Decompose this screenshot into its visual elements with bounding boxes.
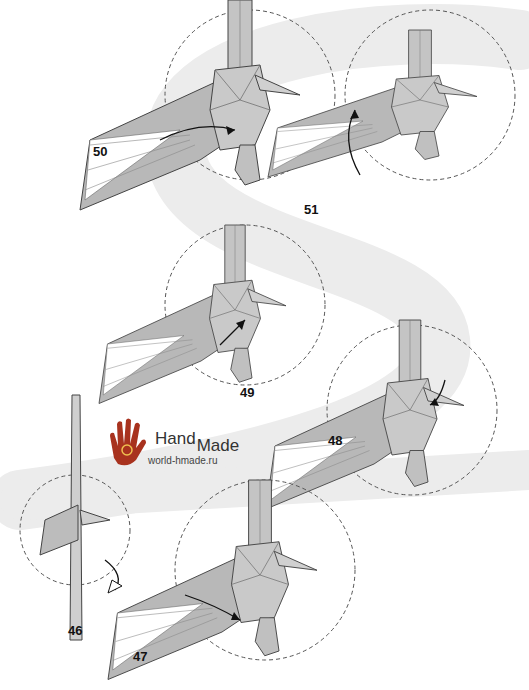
step-number: 46 <box>68 624 82 637</box>
step-number: 50 <box>93 145 107 158</box>
watermark-url: world-hmade.ru <box>148 456 217 466</box>
logo-word: Hand <box>155 430 196 447</box>
step-number: 49 <box>240 386 254 399</box>
logo-word: Made <box>197 437 240 454</box>
step-number: 48 <box>328 434 342 447</box>
step-number: 51 <box>304 203 318 216</box>
step-number: 47 <box>133 650 147 663</box>
